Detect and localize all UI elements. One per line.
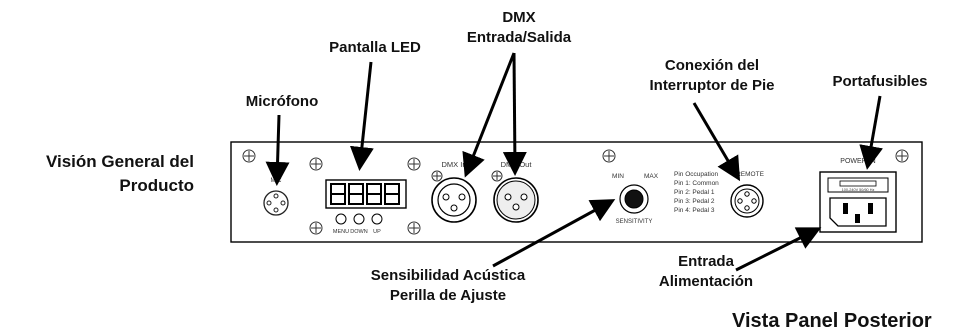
arrow-led-display bbox=[349, 61, 374, 171]
callout-dmx-line-1: DMX bbox=[502, 9, 536, 26]
screw-icon bbox=[431, 170, 443, 182]
arrow-footswitch bbox=[692, 102, 741, 182]
down-button-label: DOWN bbox=[350, 229, 367, 235]
arrow-sensitivity bbox=[492, 199, 616, 268]
fuse-rating-label: 100-240V 50/60 Hz bbox=[842, 188, 875, 192]
arrow-power-input bbox=[735, 227, 822, 272]
callout-sensitivity-line-2: Perilla de Ajuste bbox=[389, 287, 507, 304]
screw-icon bbox=[242, 149, 256, 163]
menu-button-label: MENU bbox=[333, 229, 349, 235]
callout-power-input-line-1: Entrada bbox=[678, 253, 734, 270]
pin-occupation-line-1: Pin Occupation bbox=[674, 171, 718, 178]
rear-view-title: Vista Panel Posterior bbox=[732, 310, 932, 332]
pin-occupation-line-2: Pin 1: Common bbox=[674, 180, 719, 187]
sensitivity-knob-icon bbox=[619, 184, 649, 214]
overview-title: Visión General del Producto bbox=[46, 150, 194, 198]
screw-icon bbox=[602, 149, 616, 163]
callout-power-input-line-2: Alimentación bbox=[658, 273, 754, 290]
pin-occupation-line-3: Pin 2: Pedal 1 bbox=[674, 189, 715, 196]
callout-footswitch-line-2: Interruptor de Pie bbox=[649, 77, 775, 94]
callout-sensitivity: Sensibilidad Acústica Perilla de Ajuste bbox=[348, 266, 548, 306]
arrow-fuse-holder bbox=[859, 95, 883, 170]
screw-icon bbox=[407, 157, 421, 171]
callout-arrows bbox=[265, 52, 883, 272]
arrow-microphone bbox=[265, 114, 290, 186]
up-button bbox=[371, 213, 383, 225]
callout-dmx-line-2: Entrada/Salida bbox=[466, 29, 572, 46]
min-label: MIN bbox=[612, 173, 624, 180]
pin-occupation-line-4: Pin 3: Pedal 2 bbox=[674, 198, 715, 205]
overview-title-line-1: Visión General del bbox=[45, 152, 194, 171]
max-label: MAX bbox=[644, 173, 659, 180]
fuse-icon bbox=[839, 180, 877, 187]
callout-microphone: Micrófono bbox=[245, 93, 319, 110]
arrow-dmx-out bbox=[502, 52, 527, 176]
screw-icon bbox=[491, 170, 503, 182]
callout-power-input: Entrada Alimentación bbox=[636, 252, 776, 292]
seven-segment-icon bbox=[330, 183, 400, 205]
screw-icon bbox=[895, 149, 909, 163]
power-in-label: POWER IN bbox=[840, 158, 875, 165]
menu-button bbox=[335, 213, 347, 225]
screw-icon bbox=[407, 221, 421, 235]
down-button bbox=[353, 213, 365, 225]
microphone-icon bbox=[263, 190, 289, 216]
iec-socket-icon bbox=[829, 197, 887, 227]
screw-icon bbox=[309, 157, 323, 171]
callout-sensitivity-line-1: Sensibilidad Acústica bbox=[370, 267, 526, 284]
callout-led-display: Pantalla LED bbox=[329, 39, 421, 56]
remote-connector-icon bbox=[730, 184, 764, 218]
callout-dmx: DMX Entrada/Salida bbox=[444, 8, 594, 48]
dmx-in-label: DMX In bbox=[441, 160, 466, 169]
screw-icon bbox=[309, 221, 323, 235]
overview-title-line-2: Producto bbox=[119, 176, 194, 195]
pin-occupation-line-5: Pin 4: Pedal 3 bbox=[674, 207, 715, 214]
remote-label: REMOTE bbox=[736, 171, 764, 178]
dmx-in-connector-icon bbox=[431, 177, 477, 223]
callout-footswitch-line-1: Conexión del bbox=[664, 57, 760, 74]
dmx-out-connector-icon bbox=[493, 177, 539, 223]
arrow-dmx-in bbox=[462, 52, 516, 178]
callout-fuse-holder: Portafusibles bbox=[832, 73, 928, 90]
callout-footswitch: Conexión del Interruptor de Pie bbox=[612, 56, 812, 96]
up-button-label: UP bbox=[373, 229, 381, 235]
sensitivity-label: SENSITIVITY bbox=[616, 219, 653, 225]
